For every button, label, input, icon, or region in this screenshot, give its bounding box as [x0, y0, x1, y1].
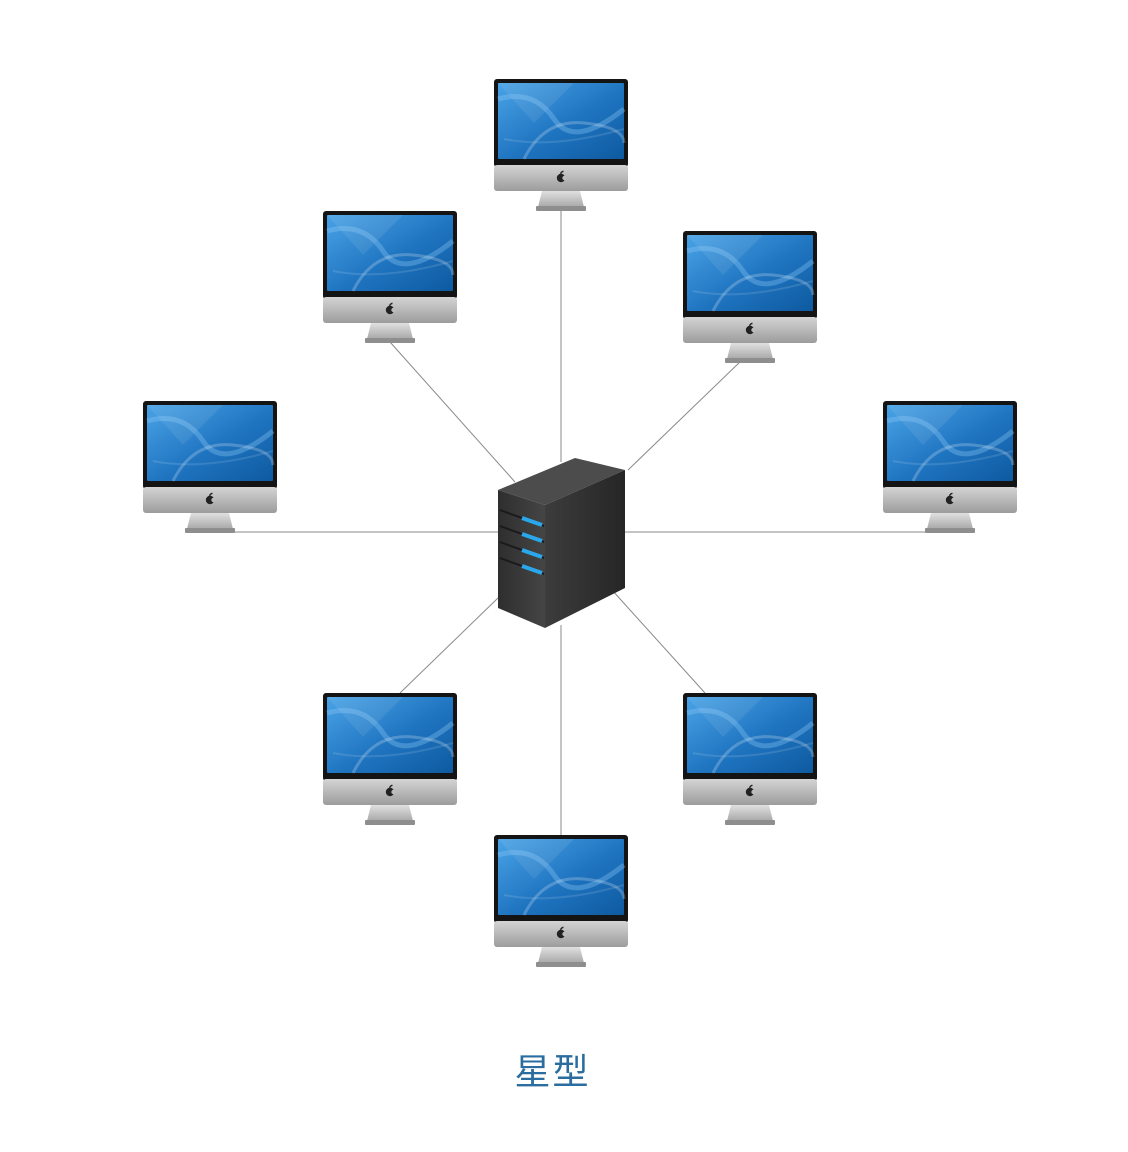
computer-left-imac-computer-icon [143, 401, 277, 533]
server-tower-icon [498, 458, 625, 628]
computer-bottom-imac-computer-icon [494, 835, 628, 967]
link-line-3 [627, 359, 743, 471]
computer-top-imac-computer-icon [494, 79, 628, 211]
computer-upper-right-imac-computer-icon [683, 231, 817, 363]
link-line-7 [611, 589, 706, 694]
computer-lower-left-imac-computer-icon [323, 693, 457, 825]
link-line-6 [399, 597, 499, 694]
server-drive-bays [499, 509, 545, 575]
connection-links [210, 210, 950, 835]
computer-lower-right-imac-computer-icon [683, 693, 817, 825]
computer-upper-left-imac-computer-icon [323, 211, 457, 343]
link-line-2 [389, 341, 516, 483]
diagram-caption: 星型 [514, 1052, 591, 1093]
computer-right-imac-computer-icon [883, 401, 1017, 533]
